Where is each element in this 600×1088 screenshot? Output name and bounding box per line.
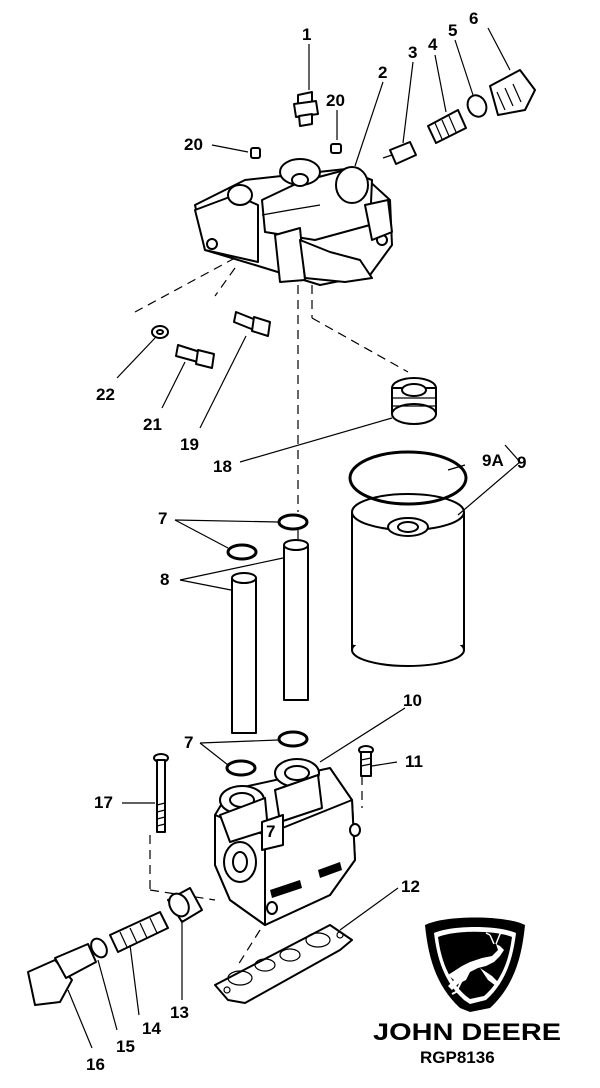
mounting-bolt-upper [233,311,271,337]
callout-20-right: 20 [326,91,345,110]
vent-fitting [293,91,319,127]
callout-7-lower: 7 [184,733,193,752]
o-ring-plug [466,94,488,118]
bypass-valve [167,887,203,923]
callout-labels: 1 2 3 4 5 6 20 20 22 21 19 18 9A 9 7 8 7… [86,9,526,1074]
filter-adapter-nipple [391,377,437,425]
base-bolt-short [358,745,374,777]
brand-name: JOHN DEERE [373,1019,561,1046]
o-ring-upper-left [226,543,258,561]
o-ring-bypass-plug [90,937,108,959]
base-mark-label: 7 [266,822,275,841]
callout-21: 21 [143,415,162,434]
callout-20-left: 20 [184,135,203,154]
plug-left [250,147,261,159]
callout-18: 18 [213,457,232,476]
callout-22: 22 [96,385,115,404]
figure-code: RGP8136 [420,1048,495,1067]
valve-spring [427,109,467,144]
callout-3: 3 [408,43,417,62]
callout-19: 19 [180,435,199,454]
callout-9: 9 [517,453,526,472]
filter-head-housing [194,158,393,286]
valve-plug [489,69,536,116]
callout-5: 5 [448,21,457,40]
callout-13: 13 [170,1003,189,1022]
callout-12: 12 [401,877,420,896]
bypass-plug [27,943,97,1006]
callout-16: 16 [86,1055,105,1074]
leader-lines [67,27,521,1049]
callout-7-upper: 7 [158,509,167,528]
base-gasket [214,924,353,1004]
callout-14: 14 [142,1019,161,1038]
callout-8: 8 [160,570,169,589]
callout-4: 4 [428,35,438,54]
washer [151,325,169,339]
connecting-tube-left [231,572,257,734]
o-ring-lower-right [277,730,309,748]
callout-10: 10 [403,691,422,710]
callout-6: 6 [469,9,478,28]
plug-right [330,143,342,154]
connecting-tube-right [283,539,309,701]
mounting-bolt-lower [175,344,215,369]
john-deere-logo-icon [425,917,525,1012]
fuel-filter-element [348,450,468,667]
bypass-spring [109,911,169,953]
filter-base: 7 [214,758,361,926]
check-valve [382,141,417,165]
callout-11: 11 [405,752,423,771]
callout-15: 15 [116,1037,135,1056]
o-ring-upper-right [277,513,309,531]
callout-1: 1 [302,25,311,44]
callout-9a: 9A [482,451,504,470]
callout-2: 2 [378,63,387,82]
base-bolt-long [153,753,169,833]
o-ring-lower-left [225,759,257,777]
callout-17: 17 [94,793,113,812]
